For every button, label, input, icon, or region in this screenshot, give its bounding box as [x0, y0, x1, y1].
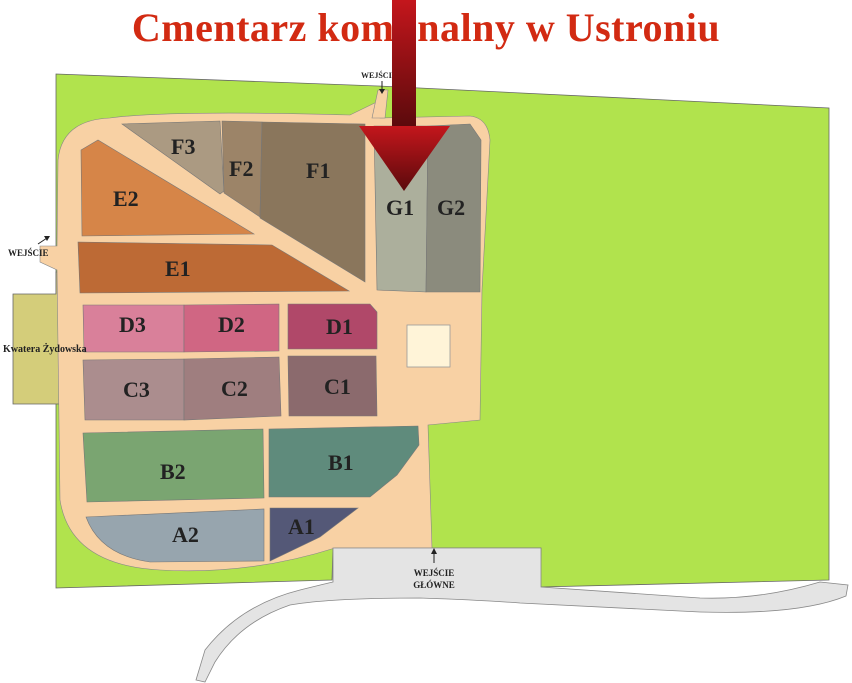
label-D2: D2 [218, 312, 245, 337]
sector-C1[interactable] [287, 355, 378, 417]
sector-B1[interactable] [268, 425, 420, 498]
top-entrance: WEJŚCIE [361, 70, 397, 94]
top-entrance-arrowhead-icon [379, 89, 385, 94]
left-entrance-arrow-icon [37, 237, 48, 245]
sector-G2[interactable] [425, 123, 482, 293]
top-entrance-path [371, 89, 389, 119]
label-C1: C1 [324, 374, 351, 399]
main-entrance-arrowhead-icon [431, 548, 437, 554]
main-entrance-label-line2: GŁÓWNE [413, 580, 455, 590]
label-G1: G1 [386, 195, 414, 220]
label-F2: F2 [229, 156, 253, 181]
left-entrance-label: WEJŚCIE [8, 248, 49, 258]
label-G2: G2 [437, 195, 465, 220]
label-F1: F1 [306, 158, 330, 183]
access-road [195, 547, 849, 683]
sector-D1[interactable] [287, 303, 378, 350]
sector-B2[interactable] [82, 428, 265, 503]
top-entrance-label: WEJŚCIE [361, 70, 397, 80]
label-B1: B1 [328, 450, 354, 475]
left-entrance-arrowhead-icon [44, 236, 50, 241]
map-title: Cmentarz komunalny w Ustroniu [131, 5, 721, 50]
location-marker-arrow-icon [359, 0, 450, 191]
label-A2: A2 [172, 522, 199, 547]
sector-labels-layer: F3 F2 F1 G1 G2 E2 E1 D3 D2 D1 C3 C2 C1 B… [113, 134, 465, 547]
main-entrance: WEJŚCIE GŁÓWNE [413, 548, 455, 590]
label-A1: A1 [288, 514, 315, 539]
sector-E2[interactable] [80, 139, 256, 237]
sector-F1[interactable] [259, 121, 366, 283]
left-entrance: WEJŚCIE [8, 236, 50, 258]
sector-A2[interactable] [85, 508, 265, 563]
plaza-square [406, 324, 451, 368]
label-D3: D3 [119, 312, 146, 337]
label-C3: C3 [123, 377, 150, 402]
sector-C2[interactable] [183, 356, 282, 421]
sector-E1[interactable] [77, 241, 351, 294]
sector-D2[interactable] [183, 303, 280, 353]
label-F3: F3 [171, 134, 195, 159]
label-B2: B2 [160, 459, 186, 484]
sector-A1[interactable] [269, 507, 359, 562]
main-entrance-label-line1: WEJŚCIE [414, 568, 455, 578]
label-E1: E1 [165, 256, 191, 281]
kwatera-zydowska-label: Kwatera Żydowska [3, 343, 87, 355]
label-E2: E2 [113, 186, 139, 211]
label-C2: C2 [221, 376, 248, 401]
label-D1: D1 [326, 314, 353, 339]
